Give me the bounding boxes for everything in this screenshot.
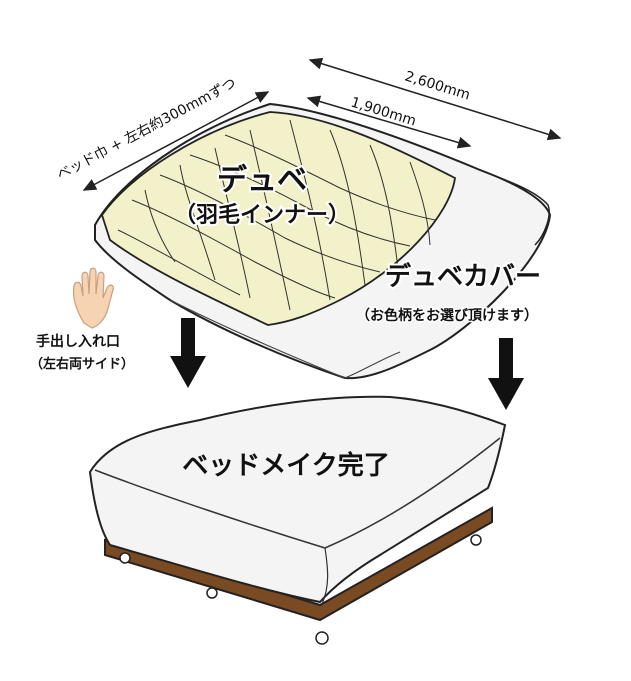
cover-side-edge <box>479 169 550 246</box>
down-arrow-left <box>170 318 206 388</box>
hand-opening-line1: 手出し入れ口 <box>36 333 120 350</box>
caster <box>315 631 329 645</box>
hand-icon <box>72 267 114 329</box>
outer-length-label: 2,600mm <box>403 69 472 104</box>
duvet-cover-title: デュベカバー <box>385 261 541 292</box>
bed-cover <box>88 395 507 604</box>
hand-opening-line2: （左右両サイド） <box>30 356 134 372</box>
caster <box>470 534 482 546</box>
duvet-cover-subtitle: （お色柄をお選び頂けます） <box>356 307 538 324</box>
width-dimension-arrow <box>82 91 270 191</box>
duvet-inner-title: デュベ <box>217 163 307 198</box>
cover-bottom-fold <box>169 299 401 379</box>
made-bed <box>88 395 507 645</box>
down-arrow-right <box>488 338 524 410</box>
bed-cover-edge <box>94 437 501 549</box>
inner-length-arrow <box>306 95 472 149</box>
caster <box>206 587 218 599</box>
bed-make-complete-label: ベッドメイク完了 <box>182 450 389 481</box>
duvet-inner-subtitle: （羽毛インナー） <box>174 203 350 228</box>
bed-cover-drape <box>321 547 329 605</box>
caster <box>119 552 131 564</box>
